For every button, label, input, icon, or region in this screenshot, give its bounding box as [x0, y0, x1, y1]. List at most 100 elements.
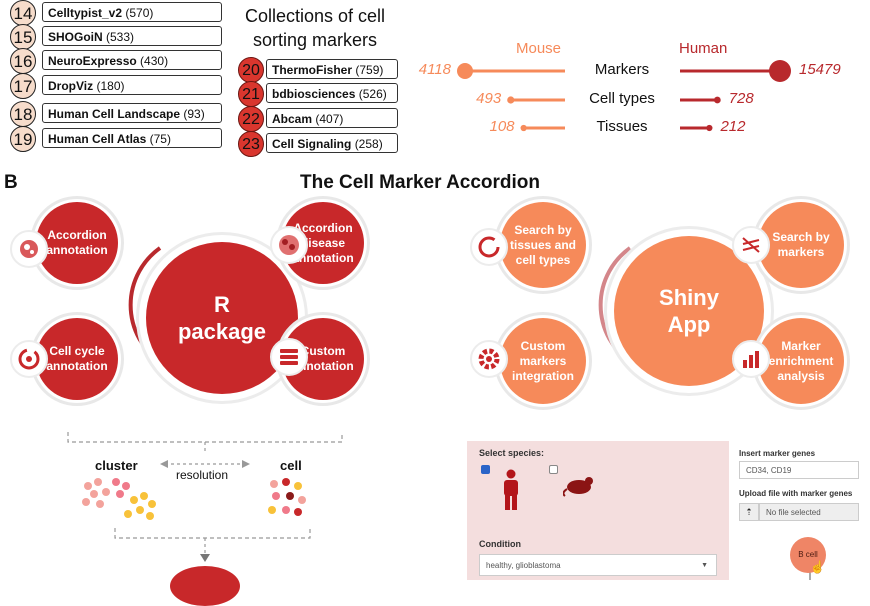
search-markers-bubble: Search by markers [758, 202, 844, 288]
collection-count: (258) [354, 137, 383, 151]
r-package-center: R package [146, 242, 298, 394]
cluster-label: cluster [95, 458, 138, 473]
database-count: (430) [140, 54, 169, 68]
database-name-box: DropViz (180) [42, 75, 222, 95]
database-count: (180) [96, 79, 125, 93]
accordion-annotation-bubble: Accordion annotation [36, 202, 118, 284]
collection-name: ThermoFisher [272, 63, 353, 77]
disease-cell-icon [270, 226, 308, 264]
circle-arrow-icon [470, 228, 508, 266]
human-icon [504, 469, 518, 510]
condition-value: healthy, glioblastoma [486, 561, 561, 570]
condition-label: Condition [479, 539, 521, 549]
database-name: SHOGoiN [48, 30, 103, 44]
database-name-box: NeuroExpresso (430) [42, 50, 222, 70]
database-count: (75) [149, 132, 171, 146]
human-dot [769, 60, 791, 82]
collection-count: (407) [315, 112, 344, 126]
human-label: Human [679, 40, 728, 57]
cell-cycle-icon [10, 340, 48, 378]
bottom-bubble-partial [170, 566, 240, 606]
cell-dots [268, 478, 306, 516]
mouse-value: 4118 [418, 61, 451, 78]
panel-b-letter: B [4, 172, 18, 193]
enrichment-analysis-bubble: Marker enrichment analysis [758, 318, 844, 404]
human-value: 728 [728, 90, 754, 107]
collections-title-line1: Collections of cell [244, 6, 386, 26]
condition-select[interactable]: healthy, glioblastoma ▼ [479, 554, 717, 576]
insert-marker-label: Insert marker genes [739, 449, 816, 458]
stat-row-label: Cell types [589, 90, 655, 107]
collection-name: bdbiosciences [272, 87, 356, 101]
select-species-label: Select species: [479, 448, 545, 458]
mouse-value: 493 [476, 90, 502, 107]
dna-icon [732, 226, 770, 264]
cluster-dots [82, 478, 156, 520]
cells-icon [10, 230, 48, 268]
human-value: 15479 [799, 61, 841, 78]
resolution-brackets [67, 432, 343, 562]
database-name: Celltypist_v2 [48, 6, 123, 20]
panel-b-title: The Cell Marker Accordion [300, 172, 541, 193]
marker-genes-input[interactable]: CD34, CD19 [739, 461, 859, 479]
database-name: Human Cell Landscape [48, 107, 181, 121]
collection-number: 22 [238, 106, 264, 132]
collection-number: 23 [238, 131, 264, 157]
collection-name-box: Abcam (407) [266, 108, 398, 128]
database-name-box: Human Cell Landscape (93) [42, 103, 222, 123]
collections-title-line2: sorting markers [252, 30, 378, 50]
database-name-box: Human Cell Atlas (75) [42, 128, 222, 148]
mouse-dot [457, 63, 473, 79]
mouse-checkbox[interactable] [549, 465, 558, 474]
stat-row-label: Tissues [596, 118, 648, 135]
database-number: 18 [10, 101, 36, 127]
collection-name: Abcam [272, 112, 313, 126]
database-number: 19 [10, 126, 36, 152]
human-dot [706, 124, 713, 132]
collection-name: Cell Signaling [272, 137, 352, 151]
cursor-hand-icon: ☝ [810, 560, 825, 574]
cell-label: cell [280, 458, 302, 473]
database-count: (93) [183, 107, 205, 121]
database-number: 16 [10, 48, 36, 74]
collection-name-box: Cell Signaling (258) [266, 133, 398, 153]
stat-row-label: Markers [594, 61, 650, 78]
database-name: Human Cell Atlas [48, 132, 147, 146]
human-value: 212 [720, 118, 746, 135]
mouse-icon [563, 477, 593, 497]
collection-count: (759) [355, 63, 384, 77]
collection-number: 21 [238, 81, 264, 107]
database-number: 17 [10, 73, 36, 99]
gear-icon [470, 340, 508, 378]
human-checkbox[interactable] [481, 465, 490, 474]
shiny-app-screenshot: Select species: Condition healthy, gliob… [467, 441, 870, 580]
database-name-box: Celltypist_v2 (570) [42, 2, 222, 22]
database-name-box: SHOGoiN (533) [42, 26, 222, 46]
upload-label: Upload file with marker genes [739, 489, 853, 498]
collection-name-box: bdbiosciences (526) [266, 83, 398, 103]
mouse-value: 108 [489, 118, 515, 135]
enrichment-icon [732, 340, 770, 378]
cell-cycle-annotation-bubble: Cell cycle annotation [36, 318, 118, 400]
collection-count: (526) [358, 87, 387, 101]
database-number: 15 [10, 24, 36, 50]
database-count: (533) [106, 30, 135, 44]
layers-icon [270, 338, 308, 376]
mouse-label: Mouse [516, 40, 562, 57]
human-dot [713, 96, 721, 104]
mouse-dot [520, 124, 527, 132]
file-selected-field[interactable]: No file selected [759, 503, 859, 521]
database-number: 14 [10, 0, 36, 26]
database-name: DropViz [48, 79, 94, 93]
collection-name-box: ThermoFisher (759) [266, 59, 398, 79]
b-cell-node[interactable]: B cell [790, 537, 826, 573]
resolution-label: resolution [176, 468, 229, 482]
database-count: (570) [125, 6, 154, 20]
search-tissues-bubble: Search by tissues and cell types [500, 202, 586, 288]
dropdown-caret-icon: ▼ [701, 562, 708, 569]
collections-title: Collections of cell sorting markers [240, 4, 390, 52]
upload-icon[interactable]: ⇡ [739, 503, 759, 521]
custom-markers-bubble: Custom markers integration [500, 318, 586, 404]
dumbbell-svg [457, 60, 791, 132]
mouse-dot [507, 96, 515, 104]
